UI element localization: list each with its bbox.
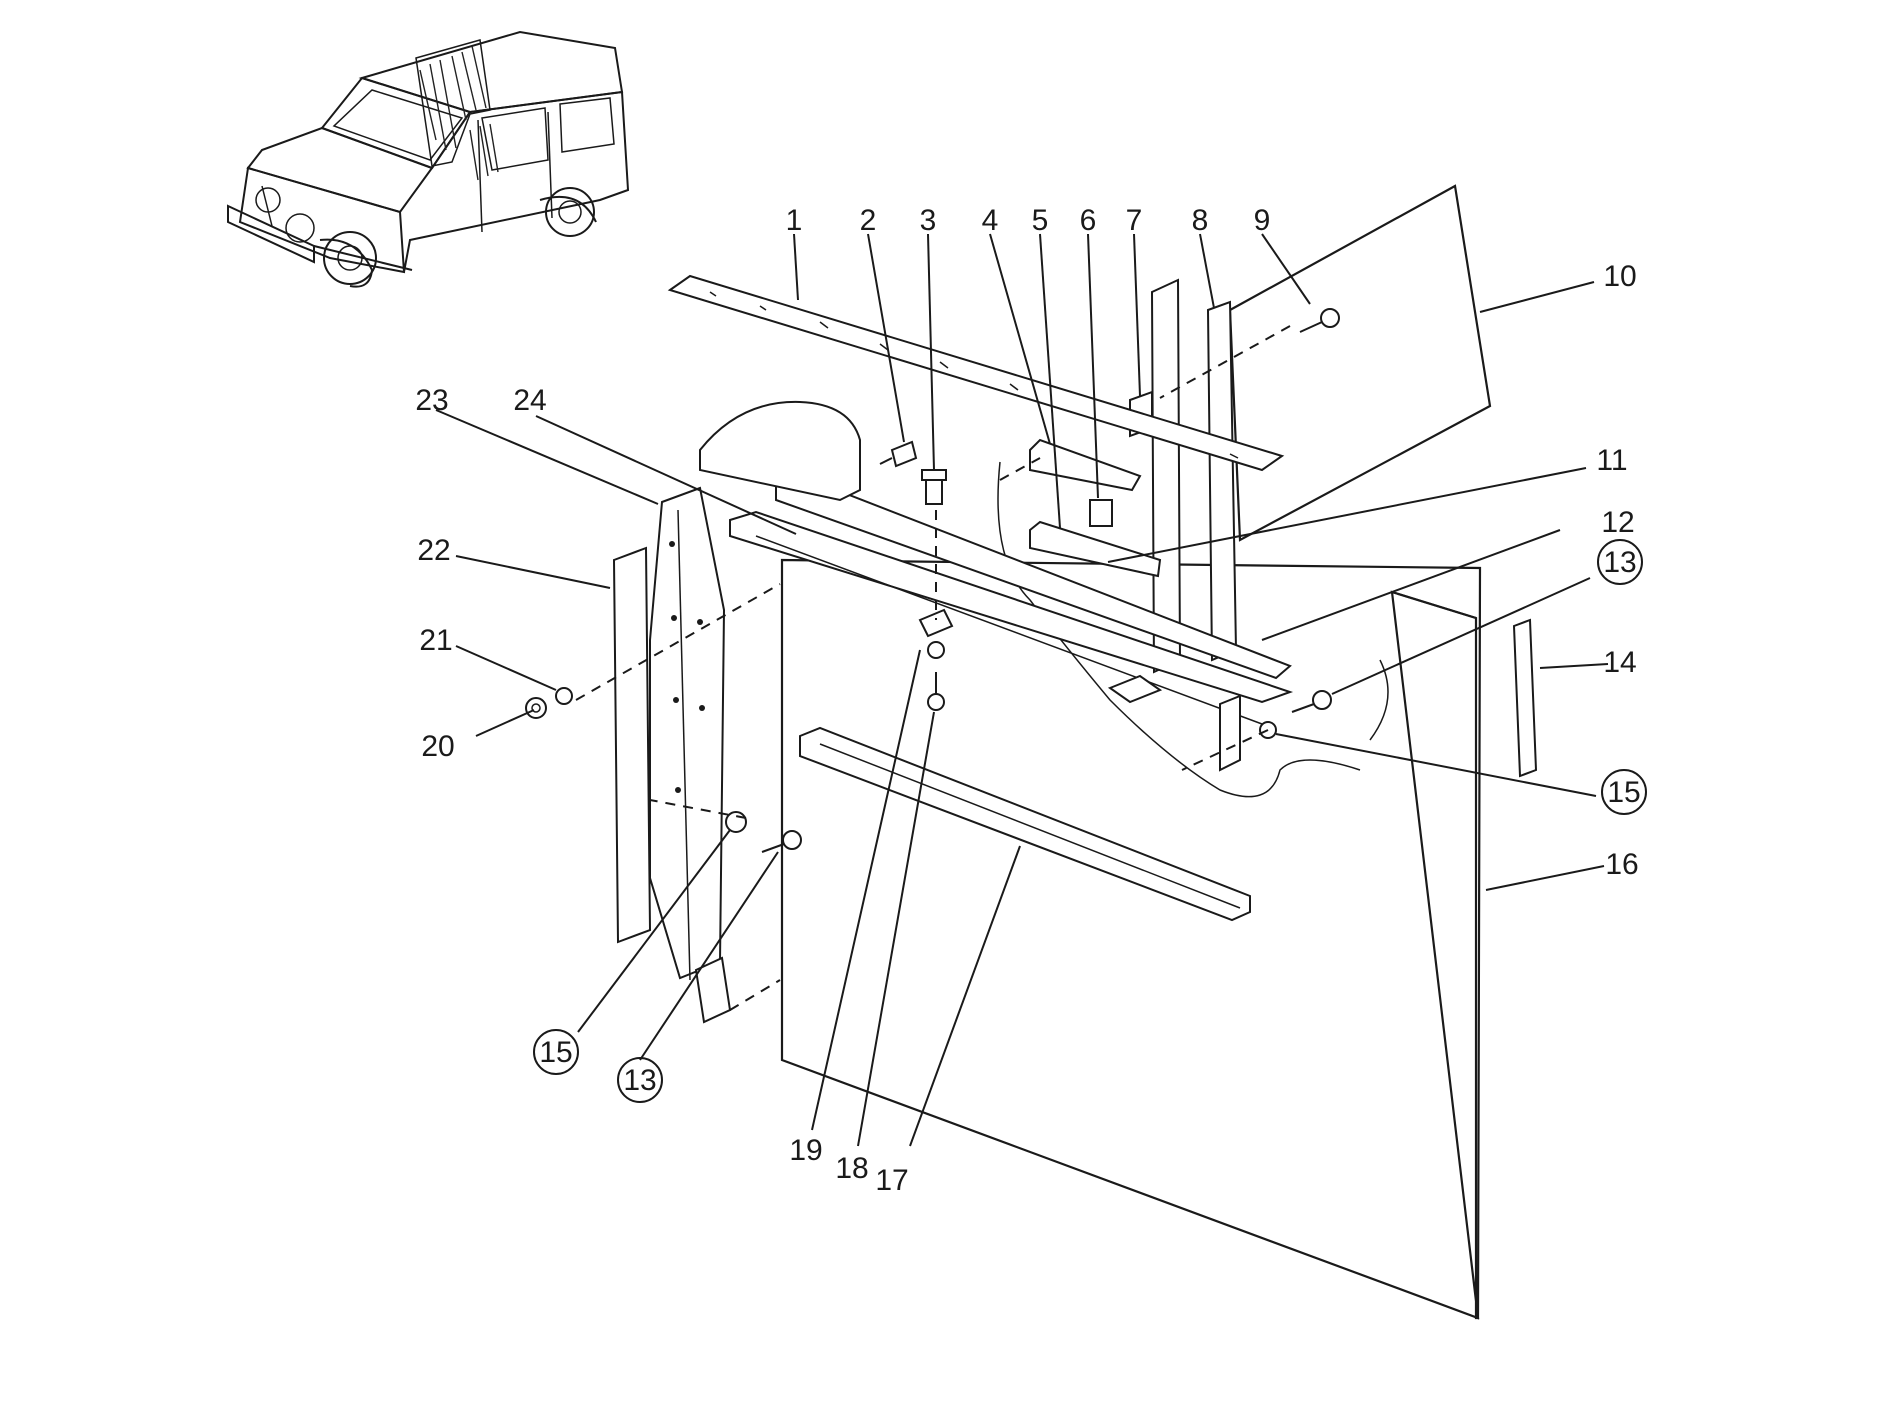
callout-label-9: 9	[1254, 204, 1271, 237]
side-trim-14	[1512, 618, 1538, 778]
filler-strip-22	[612, 546, 652, 944]
assembly-lines	[575, 325, 1291, 1011]
callout-label-17: 17	[875, 1164, 908, 1197]
washer-18	[927, 641, 945, 659]
callout-10: 10	[1603, 260, 1636, 293]
callout-24: 24	[513, 384, 546, 417]
vehicle-thumbnail	[227, 30, 630, 288]
callout-label-1: 1	[786, 204, 803, 237]
nut-20	[525, 697, 547, 719]
callout-label-12: 12	[1601, 506, 1634, 539]
callout-17: 17	[875, 1164, 908, 1197]
screw-2	[879, 440, 918, 468]
callout-23: 23	[415, 384, 448, 417]
callout-label-11: 11	[1596, 444, 1627, 477]
callout-4: 4	[982, 204, 999, 237]
screw-13-left	[761, 830, 802, 853]
callout-14: 14	[1603, 646, 1636, 679]
bracket-plate-lower	[1107, 674, 1163, 704]
callout-6: 6	[1080, 204, 1097, 237]
callout-label-22: 22	[417, 534, 450, 567]
callout-label-19: 19	[789, 1134, 822, 1167]
screw-18	[927, 672, 945, 711]
callout-8: 8	[1192, 204, 1209, 237]
panel-10	[1228, 184, 1492, 542]
callout-label-18: 18	[835, 1152, 868, 1185]
callout-label-16: 16	[1605, 848, 1638, 881]
callout-5: 5	[1032, 204, 1049, 237]
vertical-frame-8	[1206, 300, 1238, 662]
leader-lines	[435, 233, 1609, 1147]
callout-13a: 13	[1597, 539, 1643, 585]
callout-label-6: 6	[1080, 204, 1097, 237]
clip-6	[1089, 499, 1113, 527]
callout-circle-13a	[1597, 539, 1643, 585]
callout-label-3: 3	[920, 204, 937, 237]
screw-13-right	[1291, 690, 1332, 713]
callout-circle-15b	[533, 1029, 579, 1075]
callout-9: 9	[1254, 204, 1271, 237]
callout-circle-15a	[1601, 769, 1647, 815]
callout-22: 22	[417, 534, 450, 567]
washer-15-left	[725, 811, 747, 833]
callout-21: 21	[419, 624, 452, 657]
callout-label-13b: 13	[623, 1064, 656, 1097]
callout-16: 16	[1605, 848, 1638, 881]
callout-label-4: 4	[982, 204, 999, 237]
washer-21	[555, 687, 573, 705]
callout-15a: 15	[1601, 769, 1647, 815]
callout-label-7: 7	[1126, 204, 1143, 237]
callout-label-5: 5	[1032, 204, 1049, 237]
callout-3: 3	[920, 204, 937, 237]
pillar-trim-23	[649, 486, 726, 980]
callout-19: 19	[789, 1134, 822, 1167]
rail-5	[1029, 520, 1162, 578]
rail-4	[1029, 438, 1142, 492]
callout-label-21: 21	[419, 624, 452, 657]
callout-18: 18	[835, 1152, 868, 1185]
callout-label-10: 10	[1603, 260, 1636, 293]
bracket-tab-lower	[1219, 694, 1241, 772]
callout-12: 12	[1601, 506, 1634, 539]
plate-19	[918, 608, 954, 638]
callout-13b: 13	[617, 1057, 663, 1103]
callout-label-15a: 15	[1607, 776, 1640, 809]
callout-20: 20	[421, 730, 454, 763]
callout-label-23: 23	[415, 384, 448, 417]
bracket-upper	[699, 400, 861, 502]
callout-label-15b: 15	[539, 1036, 572, 1069]
callout-circle-13b	[617, 1057, 663, 1103]
callout-15b: 15	[533, 1029, 579, 1075]
callout-2: 2	[860, 204, 877, 237]
callout-label-2: 2	[860, 204, 877, 237]
callout-label-13a: 13	[1603, 546, 1636, 579]
bolt-3	[921, 469, 947, 505]
callout-label-8: 8	[1192, 204, 1209, 237]
callout-11: 11	[1596, 444, 1627, 477]
callout-7: 7	[1126, 204, 1143, 237]
callout-1: 1	[786, 204, 803, 237]
callout-label-20: 20	[421, 730, 454, 763]
screw-9	[1299, 308, 1340, 333]
callout-label-24: 24	[513, 384, 546, 417]
callout-label-14: 14	[1603, 646, 1636, 679]
